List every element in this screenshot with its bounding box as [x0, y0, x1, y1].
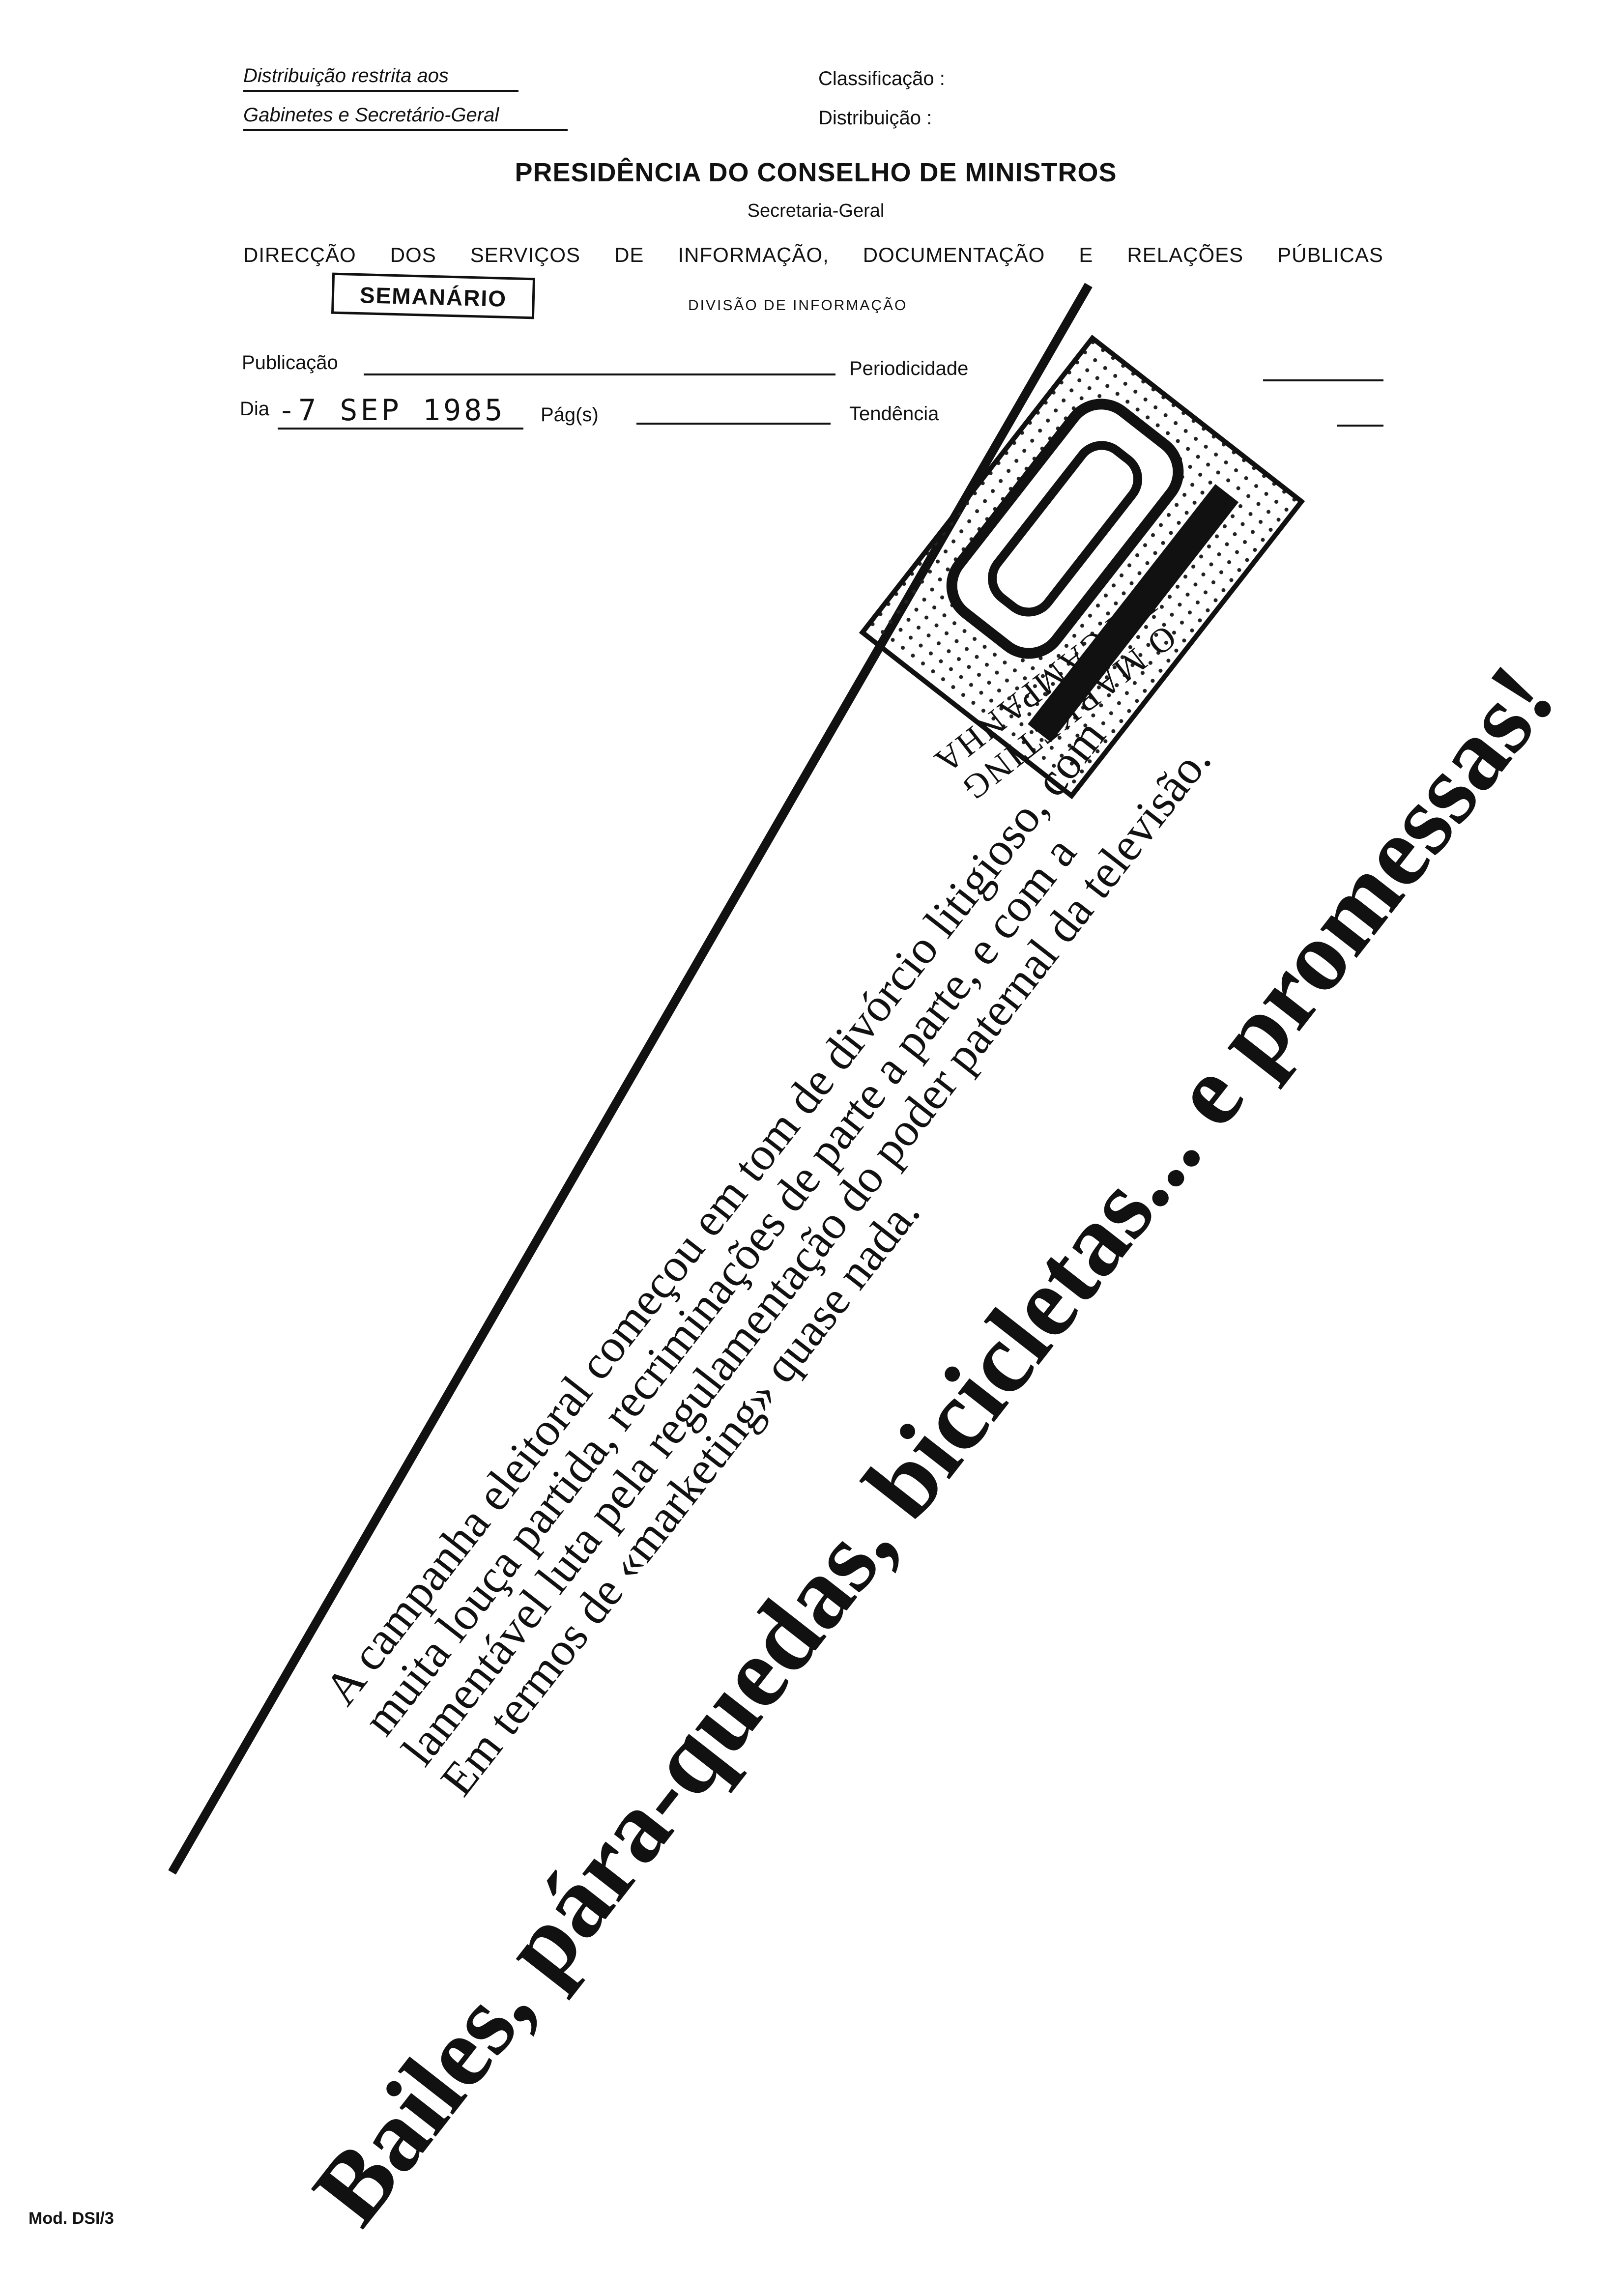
marketing-logo-box: [859, 334, 1305, 800]
directorate-word: PÚBLICAS: [1277, 243, 1383, 266]
division-label: DIVISÃO DE INFORMAÇÃO: [688, 297, 908, 314]
distribution-restriction-line2: Gabinetes e Secretário-Geral: [243, 104, 568, 131]
directorate-word: SERVIÇOS: [470, 243, 581, 266]
classification-label: Classificação :: [818, 68, 945, 89]
directorate-word: DE: [614, 243, 644, 266]
directorate-word: DOS: [390, 243, 436, 266]
periodicity-label: Periodicidade: [849, 358, 969, 379]
distribution-restriction-line1: Distribuição restrita aos: [243, 65, 518, 92]
directorate-line: DIRECÇÃO DOS SERVIÇOS DE INFORMAÇÃO, DOC…: [243, 243, 1383, 267]
distribution-label: Distribuição :: [818, 107, 932, 129]
directorate-word: DIRECÇÃO: [243, 243, 356, 266]
publication-field-line: [364, 373, 835, 375]
pages-field-line: [636, 423, 831, 425]
date-stamp-value: -7 SEP 1985: [278, 393, 523, 430]
directorate-word: INFORMAÇÃO,: [678, 243, 829, 266]
secretariat-subtitle: Secretaria-Geral: [747, 201, 885, 221]
tendency-field-line: [1337, 425, 1383, 427]
publication-label: Publicação: [242, 352, 338, 373]
paperclip-icon: [946, 399, 1184, 659]
directorate-word: DOCUMENTAÇÃO: [863, 243, 1045, 266]
directorate-word: RELAÇÕES: [1127, 243, 1244, 266]
pages-label: Pág(s): [541, 404, 599, 426]
tendency-label: Tendência: [849, 403, 939, 425]
periodicity-field-line: [1263, 379, 1383, 381]
directorate-word: E: [1079, 243, 1094, 266]
presidency-title: PRESIDÊNCIA DO CONSELHO DE MINISTROS: [515, 158, 1117, 187]
day-label: Dia: [240, 398, 270, 420]
form-code: Mod. DSI/3: [29, 2209, 114, 2228]
